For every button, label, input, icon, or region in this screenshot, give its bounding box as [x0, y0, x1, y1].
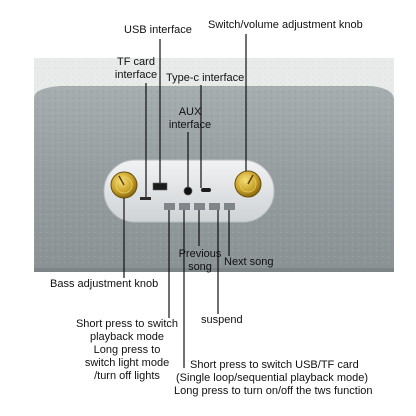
- label-volume-knob: Switch/volume adjustment knob: [208, 19, 363, 31]
- label-mode-button-short: Short press to switch USB/TF card: [190, 359, 359, 371]
- bass-knob-icon: [110, 171, 138, 199]
- label-next-song: Next song: [224, 256, 274, 268]
- next-song-button: [224, 203, 235, 210]
- leader-lines: [123, 34, 247, 368]
- label-mode-button-long: Long press to turn on/off the tws functi…: [174, 385, 373, 397]
- suspend-button: [209, 203, 220, 210]
- label-bass-knob: Bass adjustment knob: [50, 278, 159, 290]
- label-previous-song: Previous song: [178, 248, 222, 273]
- label-usb-interface: USB interface: [124, 24, 192, 36]
- label-aux-interface: AUX interface: [168, 106, 212, 131]
- type-c-port-icon: [201, 188, 211, 192]
- aux-port-icon: [183, 186, 193, 196]
- volume-knob-icon: [234, 170, 262, 198]
- previous-song-button: [194, 203, 205, 210]
- usb-port-icon: [152, 182, 168, 191]
- label-mode-button-modes: (Single loop/sequential playback mode): [176, 372, 369, 384]
- label-tf-card-interface: TF card interface: [114, 56, 158, 81]
- tf-card-slot-icon: [140, 197, 151, 200]
- light-mode-button: [164, 203, 175, 210]
- label-type-c-interface: Type-c interface: [166, 72, 245, 84]
- mode-button: [179, 203, 190, 210]
- label-light-button: Short press to switch playback mode Long…: [75, 318, 179, 382]
- label-suspend: suspend: [201, 314, 243, 326]
